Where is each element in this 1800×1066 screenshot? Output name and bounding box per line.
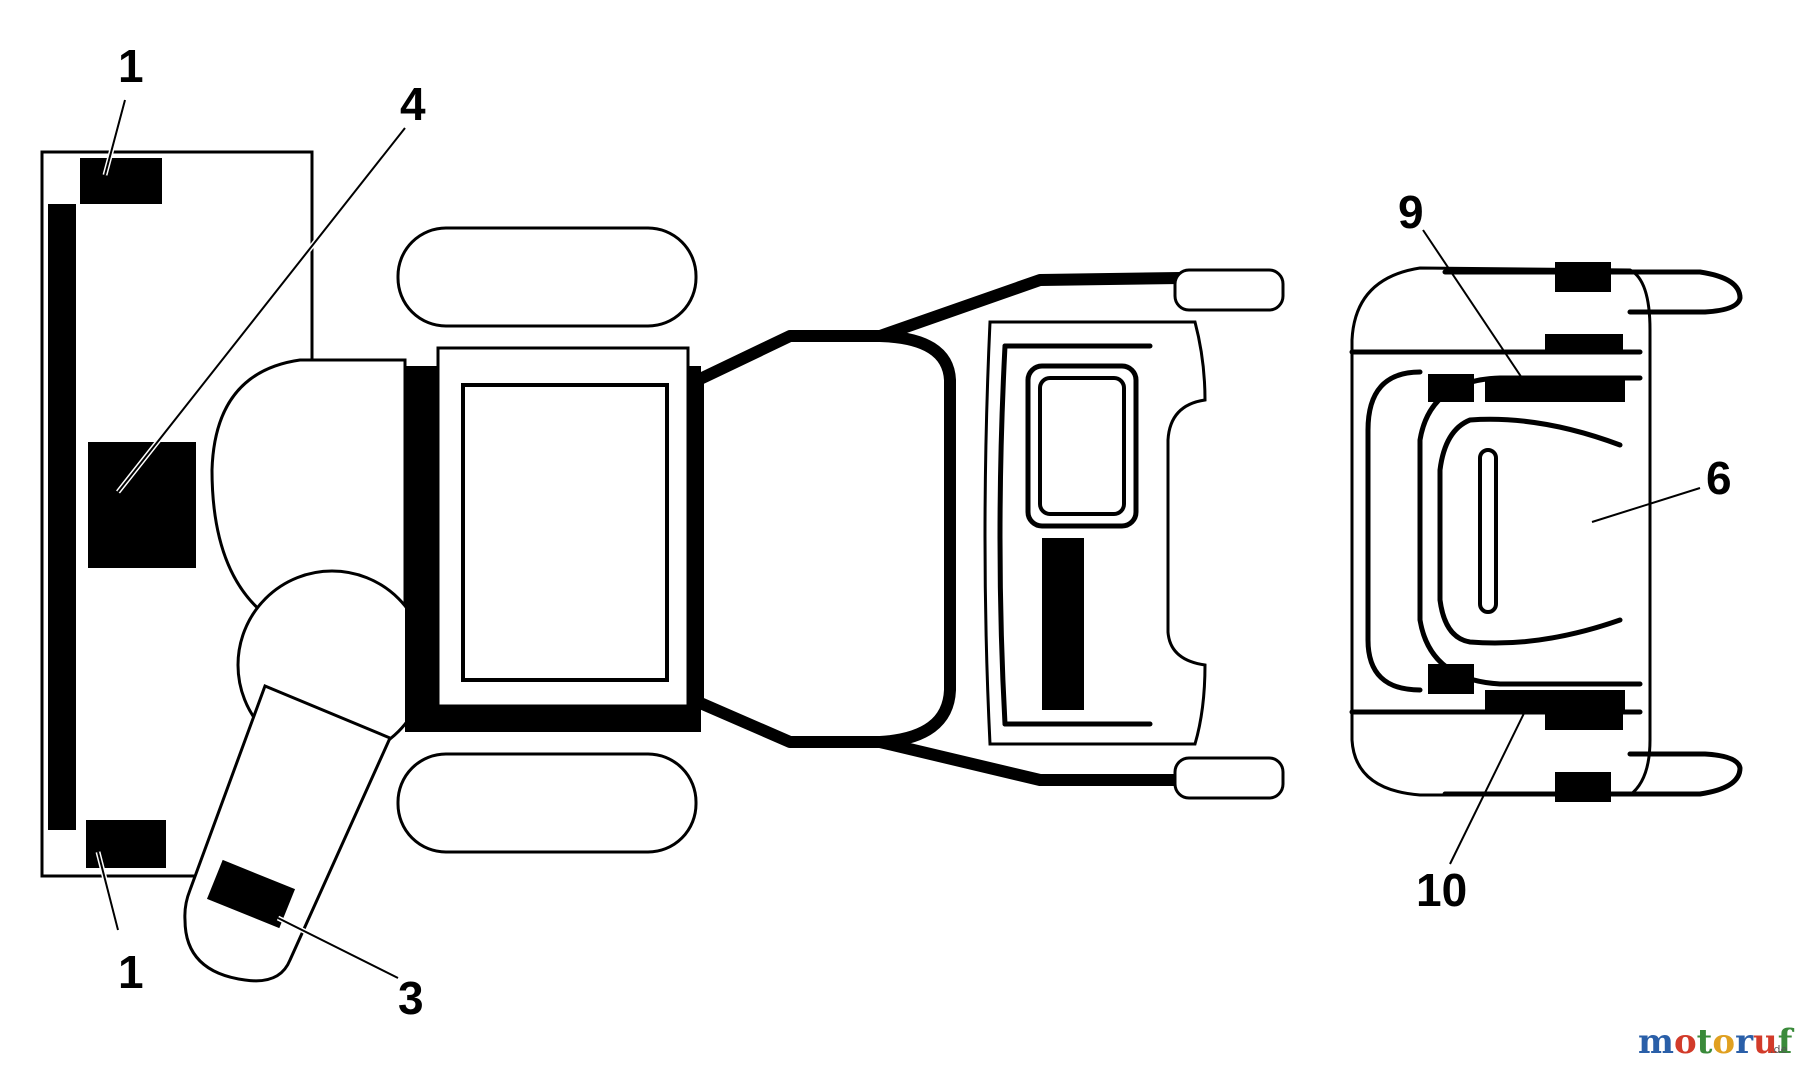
decal-bottom-grip — [1555, 772, 1611, 802]
callout-6: 6 — [1706, 452, 1732, 504]
decal-9-left — [1428, 374, 1474, 402]
deck-side-strip — [48, 204, 76, 830]
decal-top-grip — [1555, 262, 1611, 292]
callout-4: 4 — [400, 78, 426, 130]
callout-1-top: 1 — [118, 40, 144, 92]
rear-cover — [210, 358, 407, 627]
steering-dashboard — [1349, 262, 1743, 802]
discharge-chute — [183, 569, 428, 983]
leader-6 — [1591, 487, 1701, 523]
seat-area — [461, 383, 669, 682]
leader-1-bottom — [97, 851, 119, 931]
leader-4 — [117, 127, 406, 493]
leader-9 — [1422, 229, 1531, 391]
callout-9: 9 — [1398, 186, 1424, 238]
decal-10-left — [1428, 664, 1474, 694]
front-axle — [1173, 268, 1285, 800]
callout-10: 10 — [1416, 864, 1467, 916]
watermark-text: motoruf — [1638, 1022, 1795, 1062]
leader-1-top — [104, 99, 126, 176]
hood-decal — [1042, 538, 1084, 710]
decal-3 — [206, 859, 296, 929]
tire-bottom — [396, 752, 698, 854]
leader-10 — [1449, 696, 1533, 865]
chassis — [405, 272, 1186, 786]
callout-labels: 1 4 1 3 9 6 10 — [118, 40, 1732, 1024]
decal-1-top — [80, 158, 162, 204]
hood — [983, 320, 1207, 746]
watermark-logo: motoruf .de — [1638, 1022, 1795, 1062]
callout-1-bottom: 1 — [118, 946, 144, 998]
decal-10 — [1485, 690, 1625, 712]
leader-lines — [95, 99, 1701, 981]
callout-3: 3 — [398, 972, 424, 1024]
leader-3 — [277, 917, 399, 979]
rear-tires — [396, 226, 698, 854]
tire-top — [396, 226, 698, 328]
decal-9 — [1485, 380, 1625, 402]
watermark-suffix: .de — [1770, 1043, 1787, 1056]
